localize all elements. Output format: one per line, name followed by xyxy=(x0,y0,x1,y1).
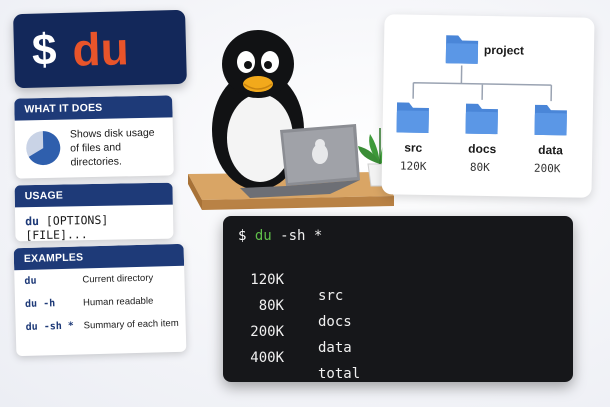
tree-node-label: data xyxy=(538,142,564,158)
terminal-command: du xyxy=(254,228,272,244)
output-size: 400K xyxy=(250,350,284,366)
output-name: docs xyxy=(318,314,352,330)
tree-node-label: docs xyxy=(468,141,497,157)
example-command: du -sh * xyxy=(25,320,74,333)
output-name: src xyxy=(318,288,344,304)
example-command: du -h xyxy=(24,298,56,310)
output-name: total xyxy=(318,366,361,382)
example-description: Human readable xyxy=(82,295,154,309)
directory-tree-card: project src 120K docs 80K data 200K xyxy=(381,14,595,198)
title-command: du xyxy=(71,22,130,76)
folder-icon xyxy=(534,104,567,136)
usage-card: USAGE du [OPTIONS] [FILE]... xyxy=(14,182,174,242)
tree-root-label: project xyxy=(483,42,525,58)
what-line: Shows disk usage xyxy=(69,126,155,141)
what-line: directories. xyxy=(70,155,123,169)
terminal-prompt: $ xyxy=(238,228,247,244)
example-description: Summary of each item xyxy=(83,317,179,332)
penguin-desk-scene xyxy=(188,30,400,210)
terminal-output-row: 80K docs xyxy=(238,282,352,346)
penguin-mascot xyxy=(212,30,310,190)
terminal-output-row: 120K src xyxy=(238,256,343,320)
output-name: data xyxy=(318,340,352,356)
usage-command: du xyxy=(25,213,40,229)
what-it-does-text: Shows disk usage of files and directorie… xyxy=(70,126,156,170)
pie-chart-icon xyxy=(26,131,61,166)
tree-node-label: src xyxy=(404,140,423,155)
output-size: 120K xyxy=(250,272,284,288)
terminal-command-line: $ du -sh * xyxy=(238,228,322,244)
folder-icon xyxy=(465,103,498,135)
tree-node-size: 80K xyxy=(469,160,490,175)
terminal-output-row: 200K data xyxy=(238,308,351,372)
title-dollar: $ xyxy=(31,25,58,75)
terminal-window: $ du -sh * 120K src 80K docs 200K data 4… xyxy=(223,216,573,382)
output-size: 200K xyxy=(250,324,284,340)
laptop-icon xyxy=(240,124,360,198)
usage-syntax: du [OPTIONS] [FILE]... xyxy=(15,205,174,242)
output-size: 80K xyxy=(258,298,284,314)
example-description: Current directory xyxy=(82,272,154,286)
tree-node-size: 200K xyxy=(533,161,561,176)
title-banner: $ du xyxy=(13,9,187,89)
terminal-args: -sh * xyxy=(271,228,323,244)
tree-node-size: 120K xyxy=(399,159,427,173)
example-row: du -sh * Summary of each item xyxy=(15,312,186,339)
folder-icon xyxy=(445,35,479,64)
folder-icon xyxy=(396,102,429,133)
tree-connectors xyxy=(396,35,567,136)
terminal-output-row: 400K total xyxy=(238,334,360,398)
usage-header: USAGE xyxy=(14,182,173,208)
examples-card: EXAMPLES du Current directory du -h Huma… xyxy=(13,243,187,357)
what-it-does-card: WHAT IT DOES Shows disk usage of files a… xyxy=(14,95,174,179)
example-command: du xyxy=(24,275,37,287)
